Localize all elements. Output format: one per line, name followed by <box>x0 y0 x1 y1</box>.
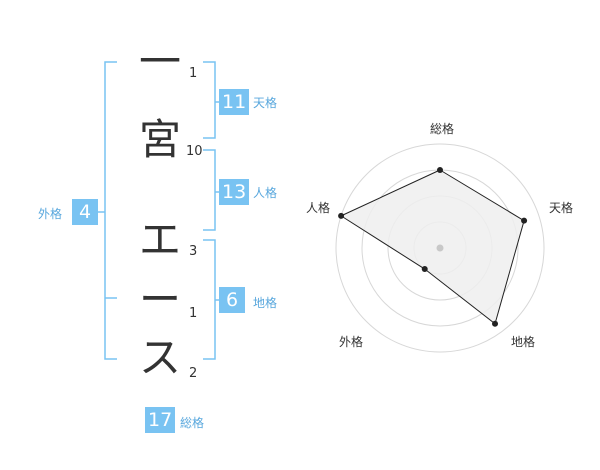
gai-kaku-value: 4 <box>72 199 98 225</box>
radar-point-5 <box>338 212 345 219</box>
ten-kaku-label: 天格 <box>253 96 278 110</box>
gai-kaku-label: 外格 <box>38 207 63 221</box>
jin-kaku-value: 13 <box>219 179 250 205</box>
radar-point-1 <box>437 167 443 173</box>
jin-bracket <box>203 149 216 231</box>
radar-polygon <box>340 169 525 325</box>
radar-label-sou: 総格 <box>429 122 454 136</box>
sou-kaku-label: 総格 <box>180 416 205 430</box>
gai-bracket <box>104 61 117 360</box>
radar-center <box>436 244 444 252</box>
radar-point-3 <box>492 320 499 327</box>
radar-point-2 <box>521 217 528 224</box>
stroke-count-1: 1 <box>189 66 198 81</box>
ten-kaku-value: 11 <box>219 89 250 115</box>
name-char-2: 宮 <box>138 115 181 164</box>
chi-kaku-value: 6 <box>219 287 245 313</box>
radar-label-gai: 外格 <box>338 335 363 349</box>
sou-kaku-value: 17 <box>145 407 176 433</box>
stroke-count-4: 1 <box>189 306 198 321</box>
name-char-1: 一 <box>138 37 181 86</box>
stroke-count-2: 10 <box>186 144 203 159</box>
name-char-4: ー <box>138 275 181 324</box>
radar-label-jin: 人格 <box>305 201 330 215</box>
radar-ring <box>335 143 545 353</box>
radar-label-chi: 地格 <box>510 335 535 349</box>
ten-bracket <box>203 61 216 139</box>
name-char-3: エ <box>138 215 181 264</box>
stroke-count-5: 2 <box>189 366 198 381</box>
name-char-5: ス <box>138 333 181 382</box>
stroke-count-3: 3 <box>189 244 198 259</box>
chi-kaku-label: 地格 <box>253 296 278 310</box>
radar-point-4 <box>421 266 428 273</box>
radar-label-ten: 天格 <box>548 201 573 215</box>
jin-kaku-label: 人格 <box>253 186 278 200</box>
